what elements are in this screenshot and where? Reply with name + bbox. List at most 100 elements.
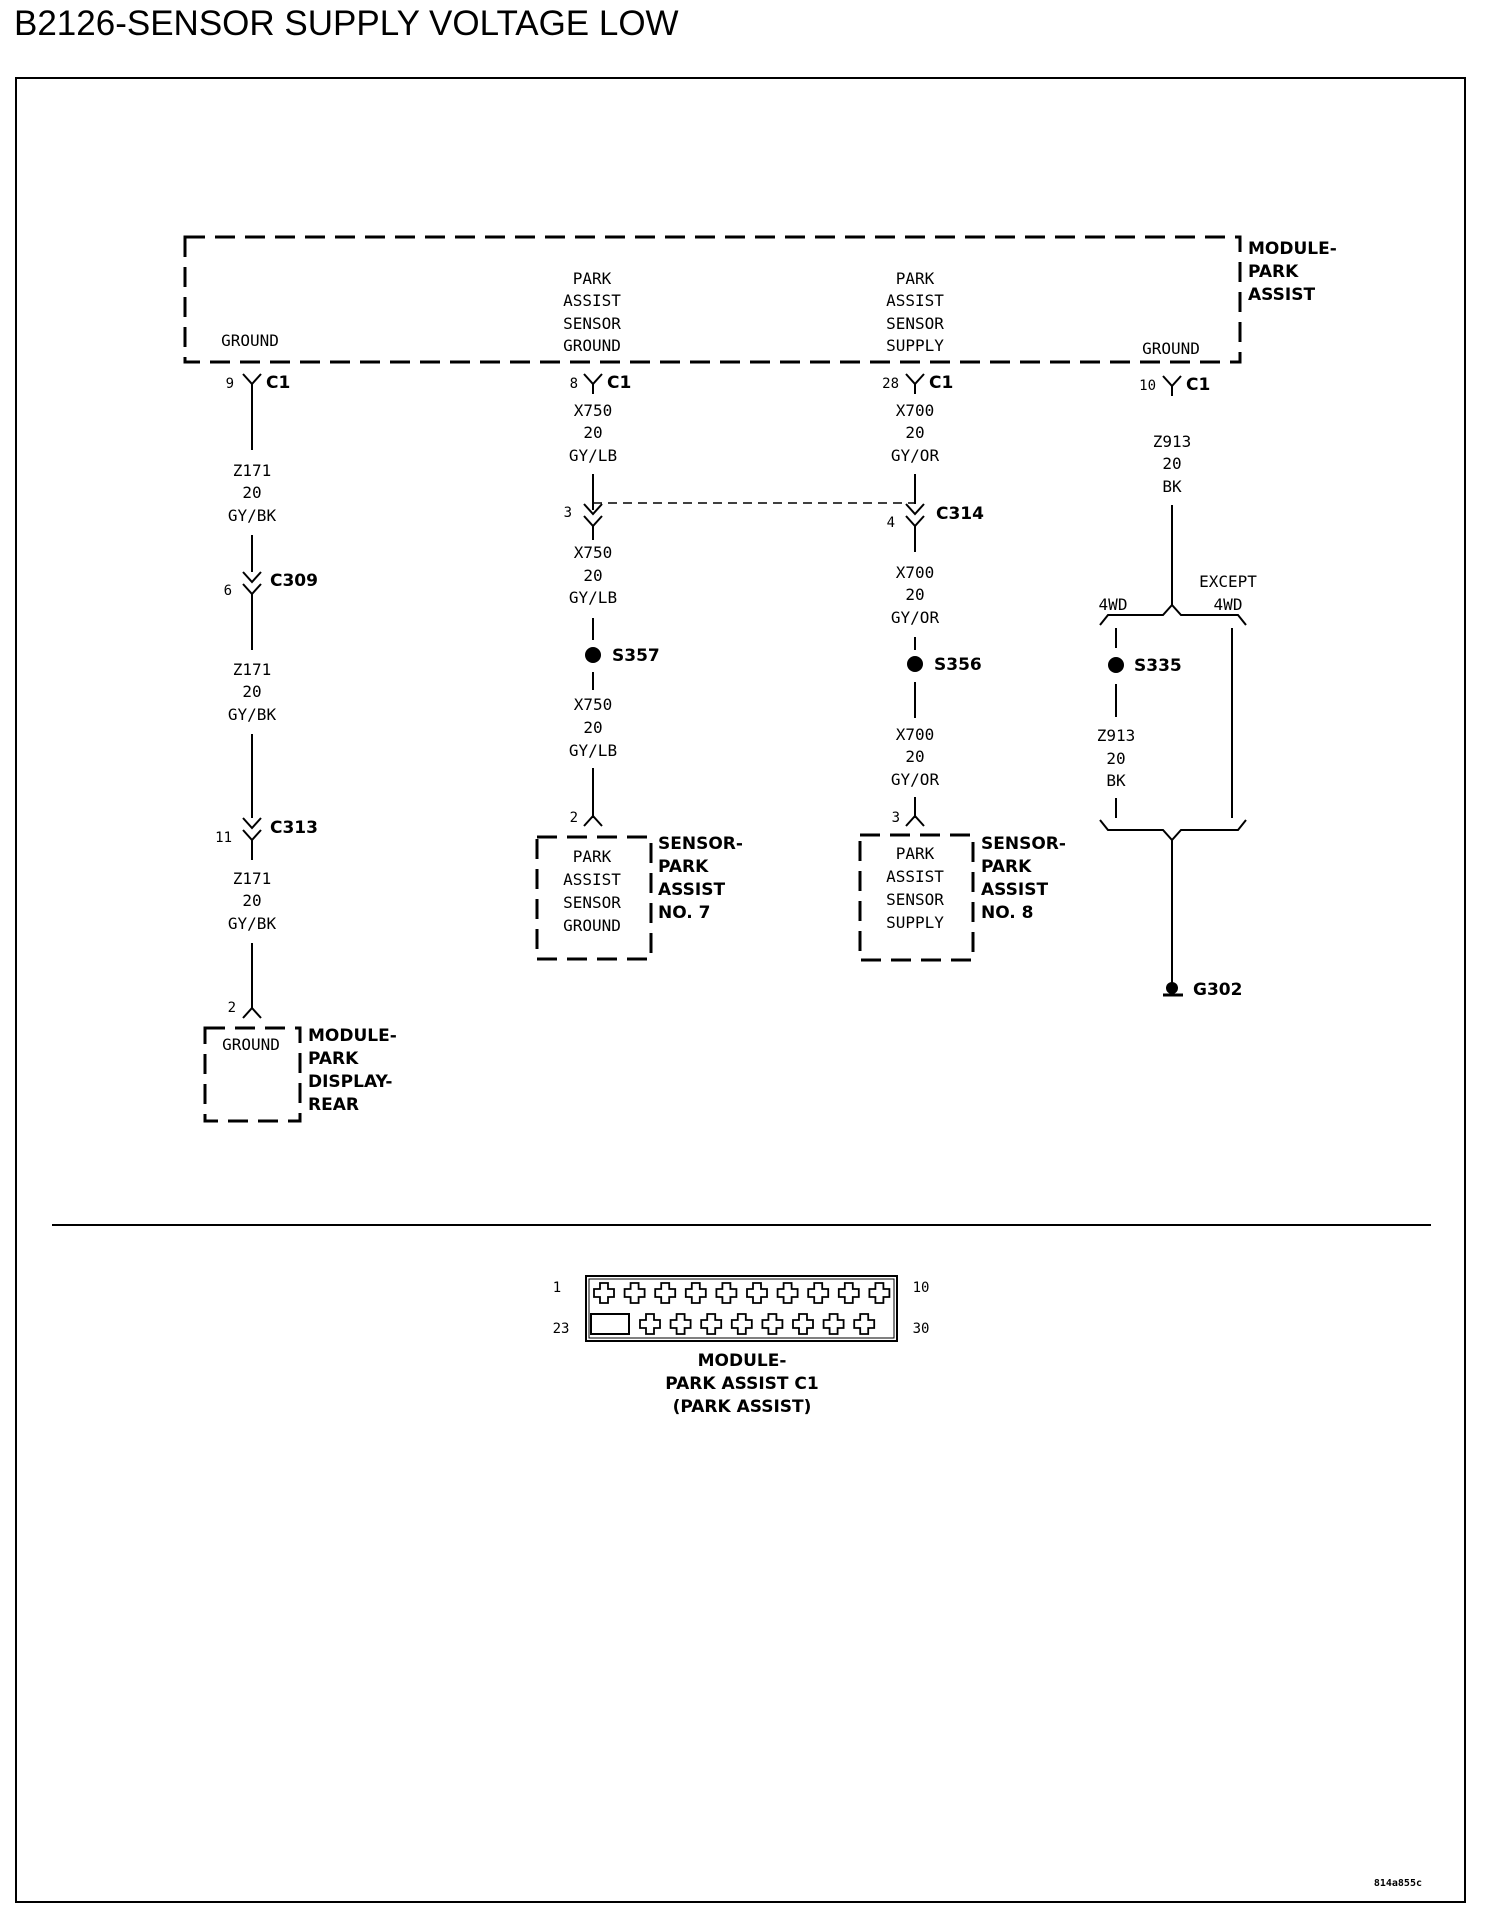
connector-cavity [639, 1313, 661, 1335]
svg-text:20: 20 [905, 585, 924, 604]
svg-text:REAR: REAR [308, 1095, 359, 1115]
connector-cavity [761, 1313, 784, 1335]
svg-text:GY/OR: GY/OR [891, 770, 940, 789]
svg-text:6: 6 [224, 583, 232, 599]
svg-text:Z171: Z171 [233, 869, 272, 888]
sensor8-pin-label: PARK ASSIST SENSOR SUPPLY [886, 844, 944, 932]
svg-text:20: 20 [583, 423, 602, 442]
svg-text:ASSIST: ASSIST [886, 867, 944, 886]
svg-text:GY/LB: GY/LB [569, 588, 617, 607]
svg-text:11: 11 [215, 830, 232, 846]
svg-text:2: 2 [228, 1000, 236, 1016]
pin-label-ground-left: GROUND [221, 331, 279, 350]
wire-label-z171-3: Z171 20 GY/BK [228, 869, 277, 933]
svg-text:X750: X750 [574, 401, 613, 420]
svg-text:PARK: PARK [308, 1049, 359, 1069]
svg-text:Z171: Z171 [233, 461, 272, 480]
splice-s357: S357 [585, 646, 660, 666]
svg-text:Z171: Z171 [233, 660, 272, 679]
svg-text:GROUND: GROUND [563, 336, 621, 355]
svg-text:C1: C1 [607, 373, 631, 393]
svg-text:3: 3 [564, 505, 572, 521]
svg-text:20: 20 [583, 718, 602, 737]
svg-text:ASSIST: ASSIST [981, 880, 1048, 900]
svg-text:10: 10 [1139, 378, 1156, 394]
connector-cavity [746, 1282, 768, 1304]
svg-text:PARK: PARK [1248, 262, 1299, 282]
svg-text:20: 20 [242, 682, 261, 701]
svg-text:S335: S335 [1134, 656, 1182, 676]
pin-label-sensor-ground: PARK ASSIST SENSOR GROUND [563, 269, 621, 355]
svg-text:Z913: Z913 [1097, 726, 1136, 745]
svg-text:(PARK ASSIST): (PARK ASSIST) [673, 1397, 812, 1417]
svg-text:ASSIST: ASSIST [658, 880, 725, 900]
sensor7-pin-2: 2 [570, 810, 603, 827]
svg-text:4: 4 [887, 515, 895, 531]
svg-text:SENSOR: SENSOR [886, 890, 944, 909]
svg-text:X700: X700 [896, 725, 935, 744]
svg-text:C1: C1 [266, 373, 290, 393]
connector-cavity [730, 1313, 753, 1335]
svg-text:X700: X700 [896, 563, 935, 582]
svg-text:20: 20 [1106, 749, 1125, 768]
svg-text:20: 20 [1162, 454, 1181, 473]
connector-cavity [853, 1313, 876, 1335]
module-park-display-box [203, 1026, 302, 1123]
svg-text:Z913: Z913 [1153, 432, 1192, 451]
svg-text:ASSIST: ASSIST [563, 291, 621, 310]
sensor7-pin-label: PARK ASSIST SENSOR GROUND [563, 847, 621, 935]
wire-label-x750-3: X750 20 GY/LB [569, 695, 617, 760]
svg-text:3: 3 [892, 810, 900, 826]
svg-text:S357: S357 [612, 646, 660, 666]
svg-text:GY/BK: GY/BK [228, 914, 277, 933]
wire-label-z171-1: Z171 20 GY/BK [228, 461, 277, 525]
page-title: B2126-SENSOR SUPPLY VOLTAGE LOW [14, 4, 679, 43]
svg-text:20: 20 [905, 747, 924, 766]
connector-cavity [700, 1313, 723, 1335]
svg-text:SENSOR: SENSOR [563, 314, 621, 333]
svg-text:4WD: 4WD [1214, 595, 1243, 614]
connector-cavity [792, 1313, 814, 1335]
ground-g302: G302 [1163, 980, 1242, 1000]
connector-cavity [715, 1282, 738, 1304]
option-brace-bottom [1099, 819, 1247, 842]
sensor7-name: SENSOR- PARK ASSIST NO. 7 [658, 834, 743, 923]
svg-text:GROUND: GROUND [563, 916, 621, 935]
c1-terminal-9: 9 C1 [226, 373, 290, 394]
wire-label-z913-1: Z913 20 BK [1153, 432, 1192, 496]
connector-pin-23: 23 [553, 1321, 570, 1337]
connector-c314-left: 3 [564, 503, 603, 528]
svg-text:20: 20 [242, 483, 261, 502]
module-park-display-name: MODULE- PARK DISPLAY- REAR [308, 1026, 397, 1115]
svg-text:GY/BK: GY/BK [228, 506, 277, 525]
connector-cavity [684, 1282, 707, 1304]
connector-cavity [822, 1313, 845, 1335]
connector-cavity [669, 1313, 692, 1335]
svg-text:NO. 7: NO. 7 [658, 903, 711, 923]
svg-text:SUPPLY: SUPPLY [886, 336, 944, 355]
connector-c309: 6 C309 [224, 571, 318, 599]
svg-text:C1: C1 [929, 373, 953, 393]
svg-text:GY/LB: GY/LB [569, 446, 617, 465]
svg-text:PARK: PARK [896, 844, 935, 863]
svg-text:SUPPLY: SUPPLY [886, 913, 944, 932]
svg-text:C314: C314 [936, 504, 984, 524]
svg-text:ASSIST: ASSIST [1248, 285, 1315, 305]
connector-c1-face-view [585, 1275, 898, 1342]
connector-caption: MODULE- PARK ASSIST C1 (PARK ASSIST) [665, 1351, 819, 1417]
wire-label-z913-2: Z913 20 BK [1097, 726, 1136, 790]
svg-text:C313: C313 [270, 818, 318, 838]
connector-cavity [868, 1282, 891, 1304]
wire-label-x700-1: X700 20 GY/OR [891, 401, 940, 465]
diagram-frame [15, 77, 1466, 1903]
connector-cavities-top-row [593, 1282, 891, 1304]
connector-cavity [837, 1282, 860, 1304]
svg-text:DISPLAY-: DISPLAY- [308, 1072, 392, 1092]
connector-c314: 4 C314 [887, 503, 984, 531]
svg-text:PARK: PARK [896, 269, 935, 288]
svg-text:MODULE-: MODULE- [698, 1351, 787, 1371]
svg-text:S356: S356 [934, 655, 982, 675]
c1-terminal-28: 28 C1 [882, 373, 953, 394]
wire-label-x700-2: X700 20 GY/OR [891, 563, 940, 627]
wire-label-z171-2: Z171 20 GY/BK [228, 660, 277, 724]
